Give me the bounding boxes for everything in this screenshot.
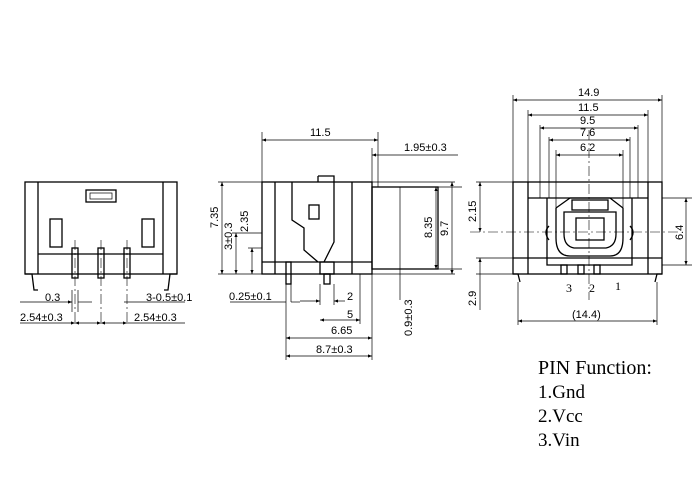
dim-2-35: 2.35: [239, 211, 251, 232]
dim-1-95: 1.95±0.3: [404, 142, 447, 154]
dim-7-35: 7.35: [209, 207, 221, 228]
dim-pin-offset: 0.3: [45, 292, 60, 304]
pin-function-title: PIN Function:: [538, 357, 652, 379]
front-view: 3 2 1 14.9 11.5 9.5 7.6 6.2 2.15 2.9: [467, 87, 692, 325]
pin-label-3: 3: [566, 281, 572, 295]
dim-6-65: 6.65: [331, 325, 352, 337]
pin-label-2: 2: [589, 281, 595, 295]
pin-label-1: 1: [615, 279, 621, 293]
dim-7-6: 7.6: [580, 127, 595, 139]
pin-function-item: 2.Vcc: [538, 406, 583, 427]
dim-3: 3±0.3: [223, 223, 235, 250]
dim-6-2: 6.2: [580, 142, 595, 154]
dim-length-11-5: 11.5: [310, 127, 331, 139]
dim-8-7: 8.7±0.3: [316, 344, 353, 356]
dim-pin-width: 3-0.5±0.1: [146, 292, 192, 304]
dim-9-7: 9.7: [439, 221, 451, 236]
pin-function-item: 1.Gnd: [538, 382, 585, 403]
dim-14-4: (14.4): [572, 309, 601, 321]
dim-11-5: 11.5: [578, 102, 599, 114]
dim-2-9: 2.9: [467, 291, 479, 306]
dim-8-35: 8.35: [423, 217, 435, 238]
dim-0-9: 0.9±0.3: [403, 299, 415, 336]
left-view: 0.3 2.54±0.3 3-0.5±0.1 2.54±0.3: [20, 181, 192, 325]
pin-function-legend: PIN Function: 1.Gnd 2.Vcc 3.Vin: [538, 355, 652, 453]
dim-6-4: 6.4: [674, 225, 686, 240]
dim-pin-pitch-left: 2.54±0.3: [20, 312, 63, 324]
dim-14-9: 14.9: [578, 87, 599, 99]
pin-function-item: 3.Vin: [538, 430, 580, 451]
dim-5: 5: [347, 309, 353, 321]
dim-pin-pitch-right: 2.54±0.3: [134, 312, 177, 324]
side-view: 11.5 1.95±0.3 7.35 3±0.3 2.35 8.35 9.7: [209, 127, 462, 360]
dim-2: 2: [347, 291, 353, 303]
dim-0-25: 0.25±0.1: [229, 291, 272, 303]
dim-2-15: 2.15: [467, 201, 479, 222]
dim-9-5: 9.5: [580, 115, 595, 127]
